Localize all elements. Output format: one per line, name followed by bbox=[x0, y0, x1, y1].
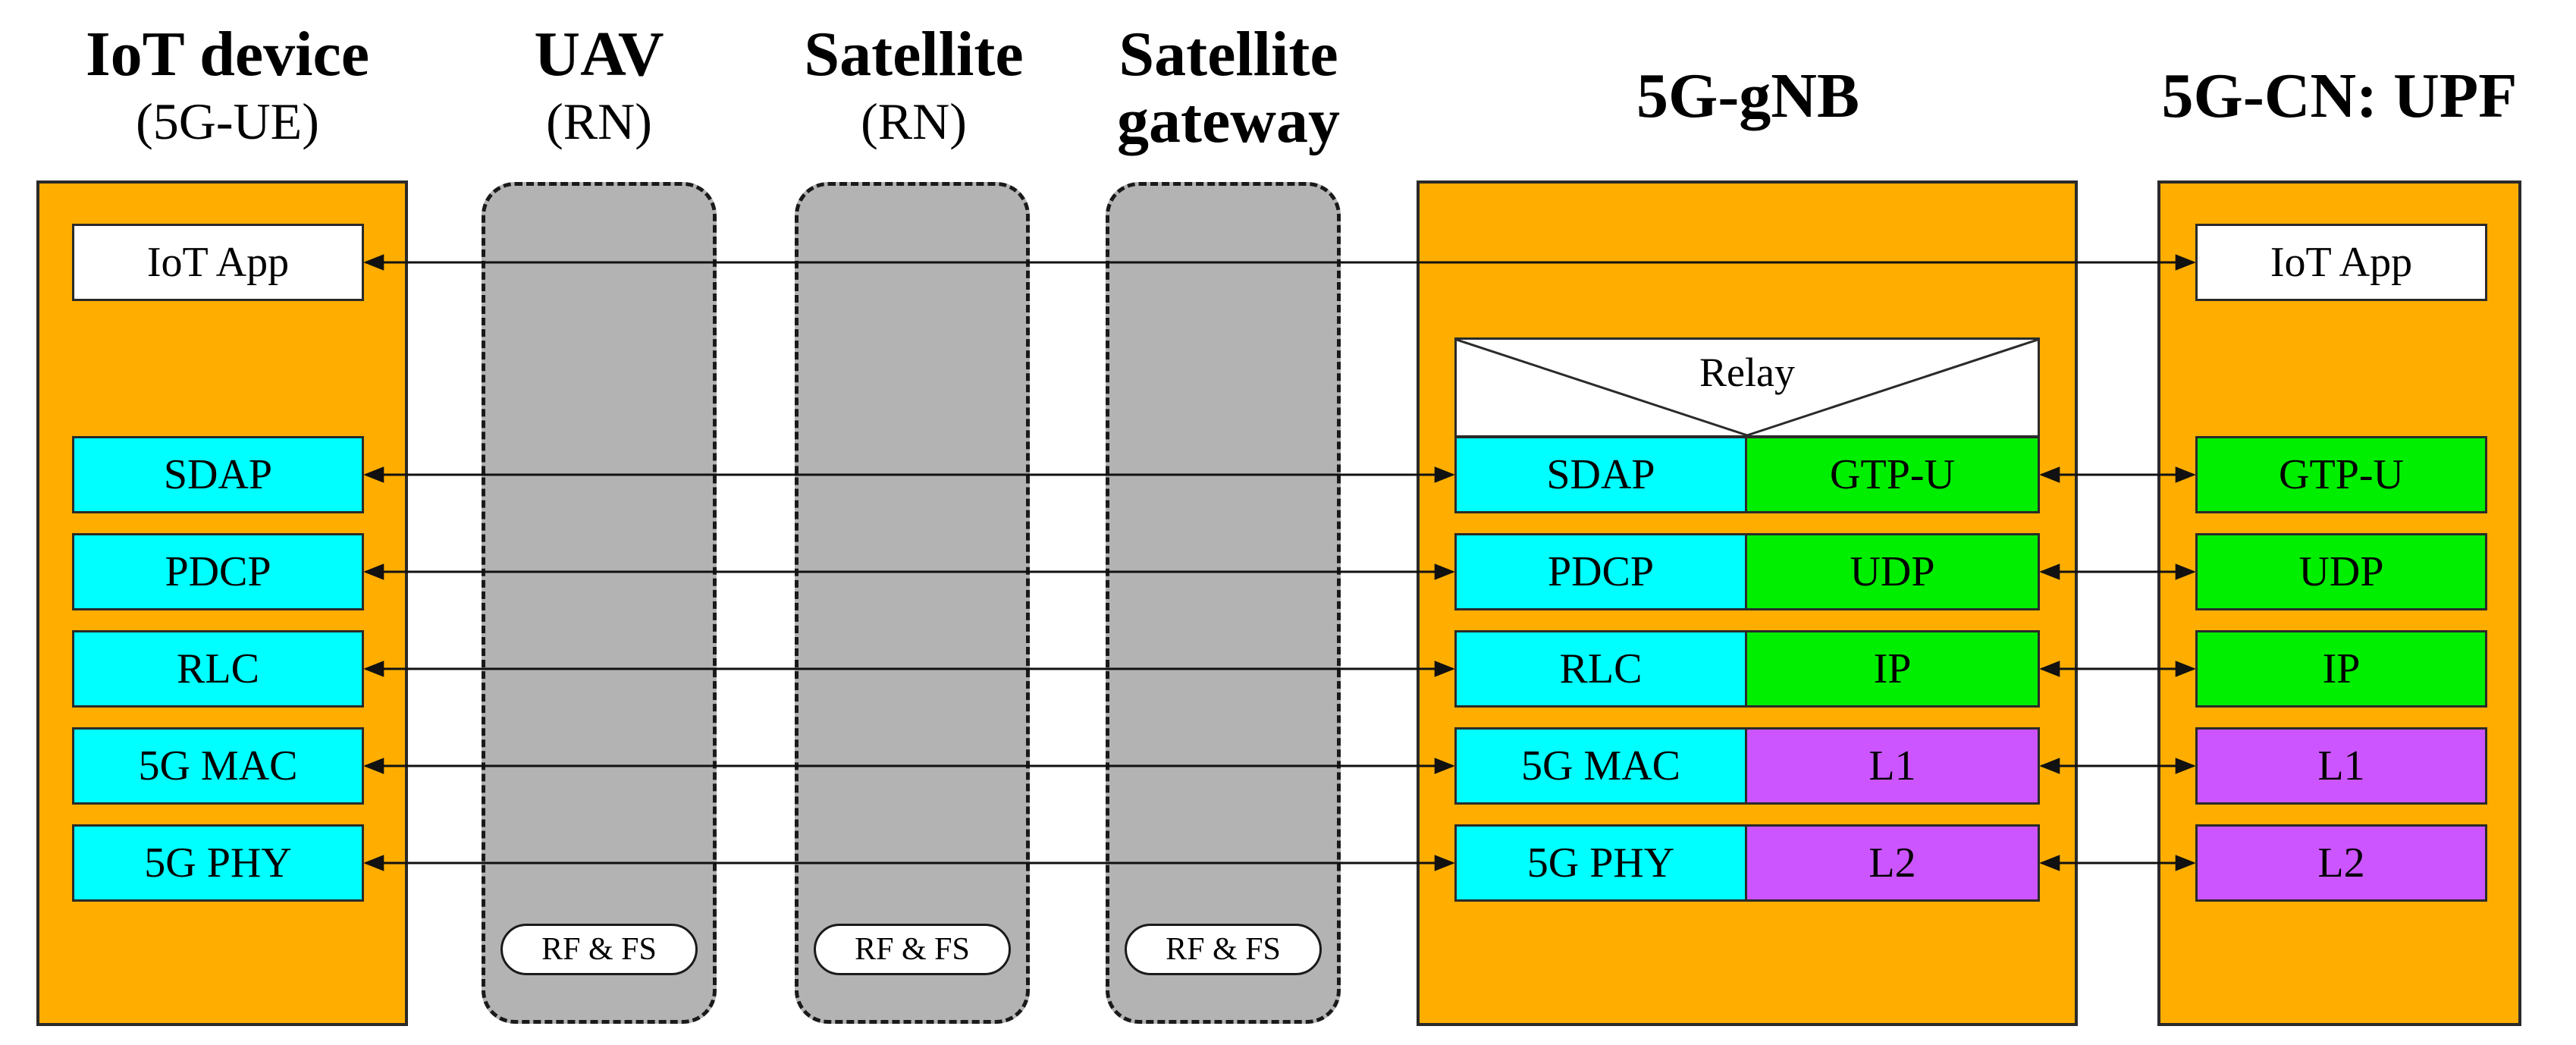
upf-layer-ip: IP bbox=[2195, 630, 2487, 708]
satellite-gateway-node bbox=[1106, 182, 1341, 1024]
header-gnb: 5G-gNB bbox=[1418, 64, 2078, 128]
upf-layer-udp: UDP bbox=[2195, 533, 2487, 610]
relay-label: Relay bbox=[1699, 350, 1795, 395]
satgw-rf-fs-label: RF & FS bbox=[1125, 924, 1322, 975]
gnb-layer-rlc: RLC bbox=[1454, 630, 1747, 708]
uav-node bbox=[482, 182, 717, 1024]
upf-layer-l1: L1 bbox=[2195, 727, 2487, 805]
satellite-node bbox=[795, 182, 1030, 1024]
upf-app-box: IoT App bbox=[2195, 224, 2487, 301]
header-iot-subtitle: (5G-UE) bbox=[136, 93, 319, 150]
header-satgw-title: Satellite bbox=[1119, 19, 1338, 89]
gnb-layer-l1: L1 bbox=[1745, 727, 2040, 805]
header-iot-title: IoT device bbox=[85, 19, 370, 89]
gnb-layer-gtp-u: GTP-U bbox=[1745, 436, 2040, 513]
upf-layer-l2: L2 bbox=[2195, 824, 2487, 902]
gnb-layer-sdap: SDAP bbox=[1454, 436, 1747, 513]
header-uav-title: UAV bbox=[534, 19, 664, 89]
relay-triangle-icon bbox=[1457, 340, 2038, 435]
iot-layer-rlc: RLC bbox=[72, 630, 364, 708]
header-upf: 5G-CN: UPF bbox=[2108, 64, 2571, 128]
gnb-relay-box: Relay bbox=[1454, 337, 2040, 438]
gnb-layer-5g-phy: 5G PHY bbox=[1454, 824, 1747, 902]
header-gnb-title: 5G-gNB bbox=[1636, 61, 1859, 131]
uav-rf-fs-label: RF & FS bbox=[500, 924, 698, 975]
header-satellite-gateway: Satellite gateway bbox=[1077, 23, 1380, 153]
gnb-layer-l2: L2 bbox=[1745, 824, 2040, 902]
iot-app-box: IoT App bbox=[72, 224, 364, 301]
header-satellite: Satellite (RN) bbox=[766, 19, 1062, 150]
gnb-layer-5g-mac: 5G MAC bbox=[1454, 727, 1747, 805]
gnb-layer-udp: UDP bbox=[1745, 533, 2040, 610]
header-upf-title: 5G-CN: UPF bbox=[2161, 61, 2518, 131]
upf-layer-gtp-u: GTP-U bbox=[2195, 436, 2487, 513]
header-satgw-subtitle: gateway bbox=[1117, 86, 1340, 156]
gnb-layer-ip: IP bbox=[1745, 630, 2040, 708]
iot-layer-5g-phy: 5G PHY bbox=[72, 824, 364, 902]
iot-layer-pdcp: PDCP bbox=[72, 533, 364, 610]
header-satellite-title: Satellite bbox=[804, 19, 1024, 89]
satellite-rf-fs-label: RF & FS bbox=[814, 924, 1011, 975]
header-satellite-subtitle: (RN) bbox=[861, 93, 967, 150]
header-iot-device: IoT device (5G-UE) bbox=[30, 19, 425, 150]
header-uav: UAV (RN) bbox=[470, 19, 728, 150]
iot-layer-5g-mac: 5G MAC bbox=[72, 727, 364, 805]
iot-layer-sdap: SDAP bbox=[72, 436, 364, 513]
header-uav-subtitle: (RN) bbox=[546, 93, 652, 150]
